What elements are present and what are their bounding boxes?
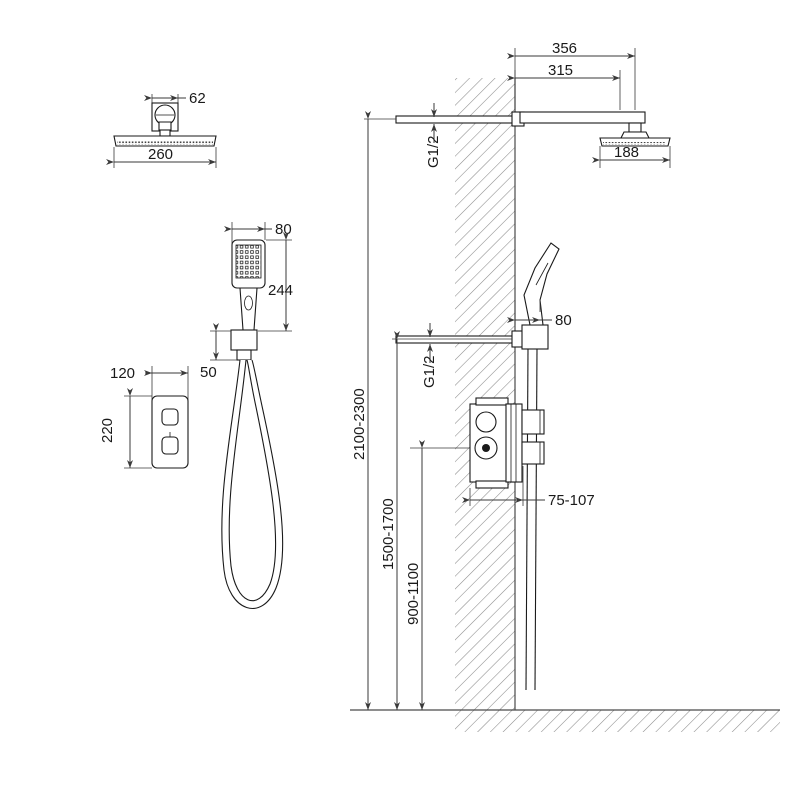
overhead-inlet-pipe	[395, 115, 516, 124]
dimension-head-flange-width: 62	[144, 90, 206, 112]
dim-label-260: 260	[148, 146, 173, 163]
dimension-hand-shower-outlet-height: 1500-1700	[380, 331, 512, 710]
dim-label-220: 220	[99, 418, 116, 443]
hose-connector	[236, 349, 252, 361]
wall-hatch	[455, 78, 515, 710]
valve-lower-spindle	[521, 441, 545, 465]
hand-shower-spray-face	[235, 244, 262, 279]
concealed-valve-body	[469, 397, 545, 489]
thread-callout-overhead: G1/2	[425, 103, 442, 168]
overhead-head-ball-joint	[628, 122, 642, 133]
dim-label-315: 315	[548, 62, 573, 79]
dim-label-356: 356	[552, 40, 577, 57]
dimension-hand-shower-height: 244	[258, 232, 293, 332]
valve-upper-spindle	[521, 409, 545, 435]
dim-label-188: 188	[614, 144, 639, 161]
dim-label-244: 244	[268, 282, 293, 299]
overhead-head-spray-face	[117, 141, 213, 145]
dim-label-1500-1700: 1500-1700	[380, 498, 397, 570]
thread-label-overhead: G1/2	[425, 135, 442, 168]
dimension-overhead-outlet-height: 2100-2300	[351, 111, 396, 710]
shower-hose-inner	[228, 359, 277, 602]
dimension-overhead-head-depth: 188	[592, 144, 671, 168]
valve-spindle-center	[482, 444, 490, 452]
floor-hatch	[455, 710, 780, 732]
dimension-bracket-offset: 50	[200, 323, 237, 381]
dimension-plate-width: 120	[110, 365, 189, 400]
valve-body-bottom-cap	[475, 480, 509, 489]
dimension-valve-body-depth: 75-107	[462, 466, 595, 509]
valve-body-flange	[505, 403, 523, 483]
thread-label-hand-shower: G1/2	[421, 355, 438, 388]
view-wall-section: 356 315 188 G1/2	[350, 40, 780, 732]
dim-label-75-107: 75-107	[548, 492, 595, 509]
dim-label-80-wall: 80	[555, 312, 572, 329]
dimension-head-plate-width: 260	[106, 146, 217, 168]
dim-label-80-hand: 80	[275, 221, 292, 238]
dim-label-120: 120	[110, 365, 135, 382]
view-overhead-shower: 62 260	[106, 90, 217, 168]
wall-bracket-block	[521, 324, 549, 350]
wall-hand-shower-handset	[523, 242, 560, 326]
hand-shower-wall-bracket	[230, 329, 258, 351]
handset-seamline	[535, 262, 549, 286]
hand-shower-handle	[239, 287, 258, 331]
thread-callout-hand-shower: G1/2	[421, 323, 438, 388]
overhead-shower-arm	[519, 111, 646, 124]
head-joint-neck	[158, 121, 172, 131]
dimension-hand-shower-projection: 80	[507, 300, 572, 329]
head-stem	[159, 129, 171, 137]
valve-temperature-handle	[161, 436, 179, 455]
dim-label-62: 62	[189, 90, 206, 107]
valve-body-top-cap	[475, 397, 509, 406]
dimension-arm-projection: 315	[507, 62, 621, 110]
overhead-head-outlet-face	[603, 142, 666, 145]
view-valve-trim-plate: 120 220	[99, 365, 189, 469]
valve-diverter-handle	[161, 408, 179, 426]
dim-label-50: 50	[200, 364, 217, 381]
overhead-head-neck	[620, 131, 650, 139]
hand-shower-inlet-pipe	[395, 335, 516, 344]
dim-label-900-1100: 900-1100	[405, 563, 422, 625]
overhead-arm-assembly	[395, 111, 671, 147]
dim-label-2100-2300: 2100-2300	[351, 388, 368, 460]
dimension-mixer-valve-height: 900-1100	[405, 440, 425, 710]
dimension-plate-height: 220	[99, 388, 152, 469]
valve-cartridge-upper	[475, 411, 497, 433]
view-hand-shower: 80 244 50	[200, 221, 293, 609]
hand-shower-grip-detail	[244, 295, 253, 311]
